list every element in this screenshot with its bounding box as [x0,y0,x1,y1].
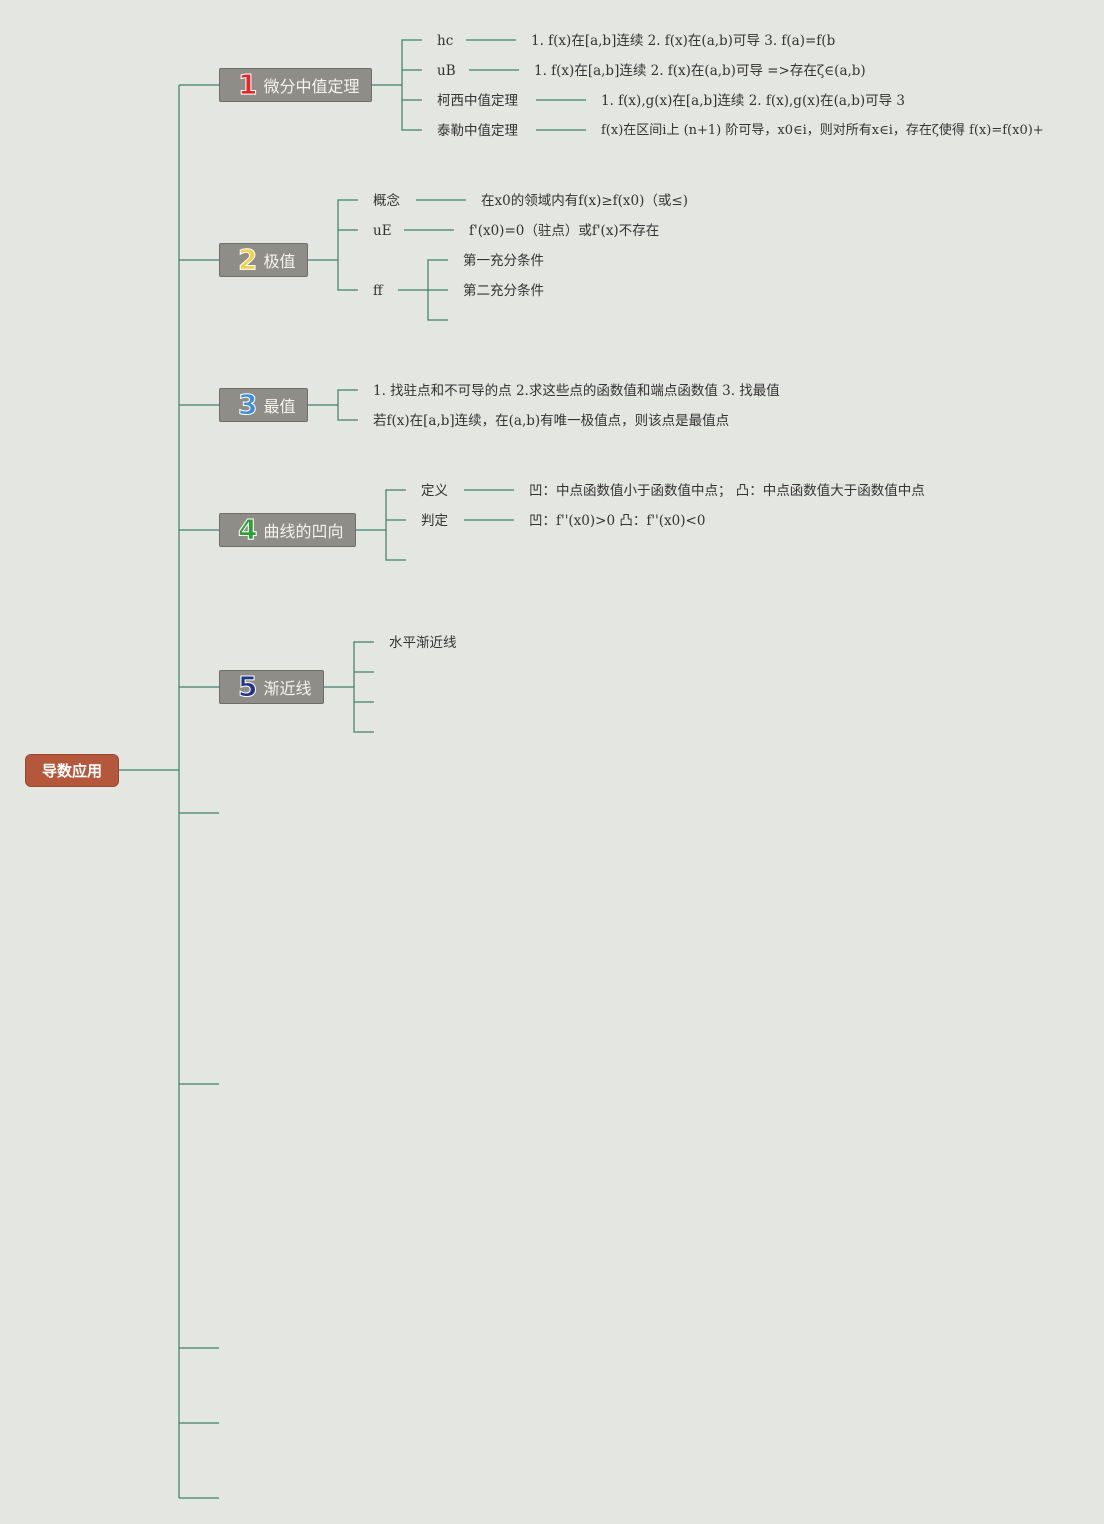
topic-node-1[interactable]: 1 微分中值定理 [219,68,372,102]
topic-number-3: 3 [237,388,258,421]
subtopic-label[interactable]: 若f(x)在[a,b]连续，在(a,b)有唯一极值点，则该点是最值点 [373,413,730,429]
subtopic-detail[interactable]: f(x)在区间i上 (n+1) 阶可导，x0∈i，则对所有x∈i，存在ζ使得 f… [601,123,1044,138]
topic-label: 极值 [263,252,296,271]
subtopic-detail[interactable]: 1. f(x),g(x)在[a,b]连续 2. f(x),g(x)在(a,b)可… [601,93,905,109]
topic-label: 渐近线 [263,679,312,698]
sub-subtopic-label[interactable]: 第一充分条件 [463,253,544,269]
ff-bracket [427,259,448,321]
subtopic-label[interactable]: uE [373,223,392,239]
topic-2-bracket [337,199,358,291]
subtopic-label[interactable]: 判定 [421,513,448,529]
subtopic-label[interactable]: 柯西中值定理 [437,93,518,109]
subtopic-label[interactable]: 水平渐近线 [389,635,457,651]
subtopic-detail[interactable]: f'(x0)=0（驻点）或f'(x)不存在 [469,223,660,239]
topic-5-bracket [353,641,374,733]
topic-node-4[interactable]: 4 曲线的凹向 [219,513,356,547]
topic-number-1: 1 [237,68,258,101]
sub-subtopic-label[interactable]: 第二充分条件 [463,283,544,299]
subtopic-label[interactable]: 定义 [421,483,448,499]
topic-3-bracket [337,389,358,421]
root-node[interactable]: 导数应用 [25,754,119,787]
topic-1-bracket [401,39,422,131]
topic-node-3[interactable]: 3 最值 [219,388,308,422]
subtopic-label[interactable]: ff [373,283,383,299]
topic-4-bracket [385,489,406,561]
topic-number-2: 2 [237,243,258,276]
topic-node-2[interactable]: 2 极值 [219,243,308,277]
subtopic-label[interactable]: 泰勒中值定理 [437,123,518,139]
topic-label: 曲线的凹向 [263,522,344,541]
topic-number-4: 4 [237,513,258,546]
subtopic-label[interactable]: 1. 找驻点和不可导的点 2.求这些点的函数值和端点函数值 3. 找最值 [373,383,780,399]
subtopic-detail[interactable]: 在x0的领域内有f(x)≥f(x0)（或≤) [481,193,688,209]
subtopic-label[interactable]: uB [437,63,456,79]
subtopic-detail[interactable]: 1. f(x)在[a,b]连续 2. f(x)在(a,b)可导 3. f(a)=… [531,33,836,49]
subtopic-label[interactable]: hc [437,33,454,49]
topic-label: 最值 [263,397,296,416]
topic-number-5: 5 [237,670,258,703]
subtopic-detail[interactable]: 凹：f''(x0)>0 凸：f''(x0)<0 [529,513,706,529]
subtopic-detail[interactable]: 凹：中点函数值小于函数值中点； 凸：中点函数值大于函数值中点 [529,483,925,499]
subtopic-detail[interactable]: 1. f(x)在[a,b]连续 2. f(x)在(a,b)可导 =>存在ζ∈(a… [534,63,866,79]
topic-node-5[interactable]: 5 渐近线 [219,670,324,704]
subtopic-label[interactable]: 概念 [373,193,400,209]
topic-label: 微分中值定理 [263,77,360,96]
